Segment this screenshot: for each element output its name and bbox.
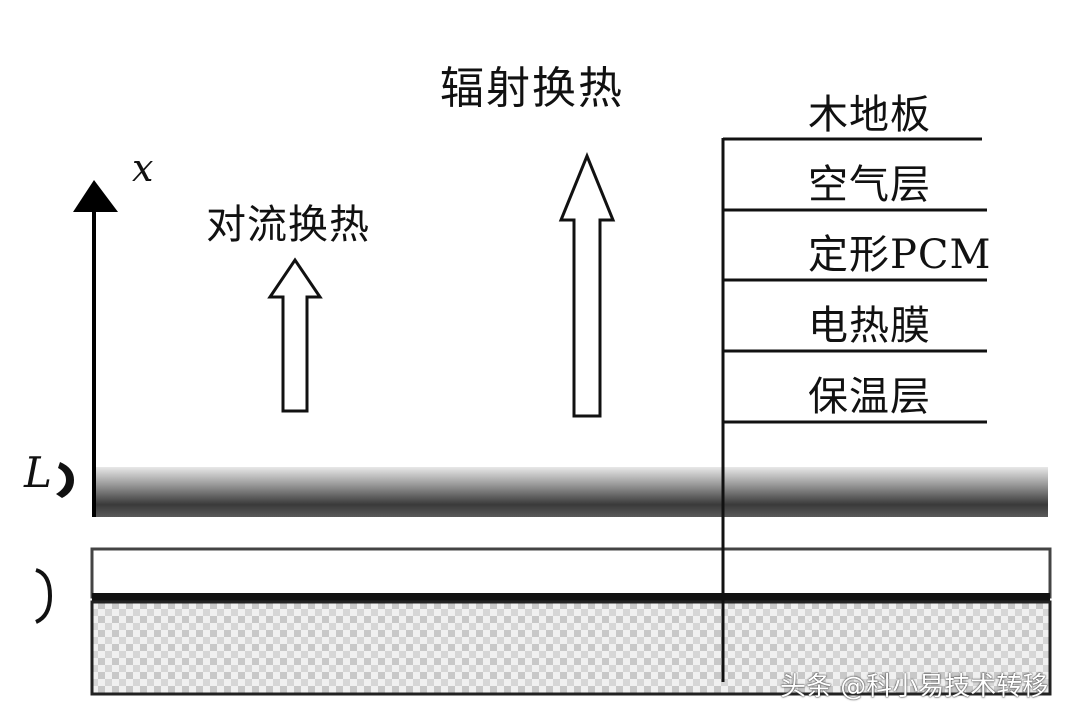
x-axis-arrowhead bbox=[73, 180, 118, 212]
insulation-layer bbox=[90, 600, 1052, 696]
height-L-label: L bbox=[24, 448, 52, 497]
watermark: 头条 @科小易技术转移 bbox=[780, 672, 1049, 702]
radiation-arrow bbox=[558, 152, 616, 418]
layer-label-insulation: 保温层 bbox=[808, 374, 931, 420]
axis-x-label: x bbox=[132, 146, 154, 190]
left-marker-icon-shape bbox=[35, 568, 53, 624]
layer-label-wood-floor: 木地板 bbox=[808, 92, 931, 138]
L-marker-icon bbox=[56, 462, 74, 498]
layer-label-heating-film: 电热膜 bbox=[808, 303, 931, 349]
gradient-band bbox=[92, 467, 1048, 517]
layer-label-pcm: 定形PCM bbox=[808, 232, 992, 278]
convection-arrow bbox=[267, 257, 323, 413]
layer-label-air-layer: 空气层 bbox=[808, 162, 931, 208]
heating-film-line bbox=[92, 593, 1050, 602]
floor-surface-layer bbox=[90, 547, 1052, 599]
radiation-label: 辐射换热 bbox=[440, 63, 624, 114]
convection-label: 对流换热 bbox=[206, 202, 370, 248]
